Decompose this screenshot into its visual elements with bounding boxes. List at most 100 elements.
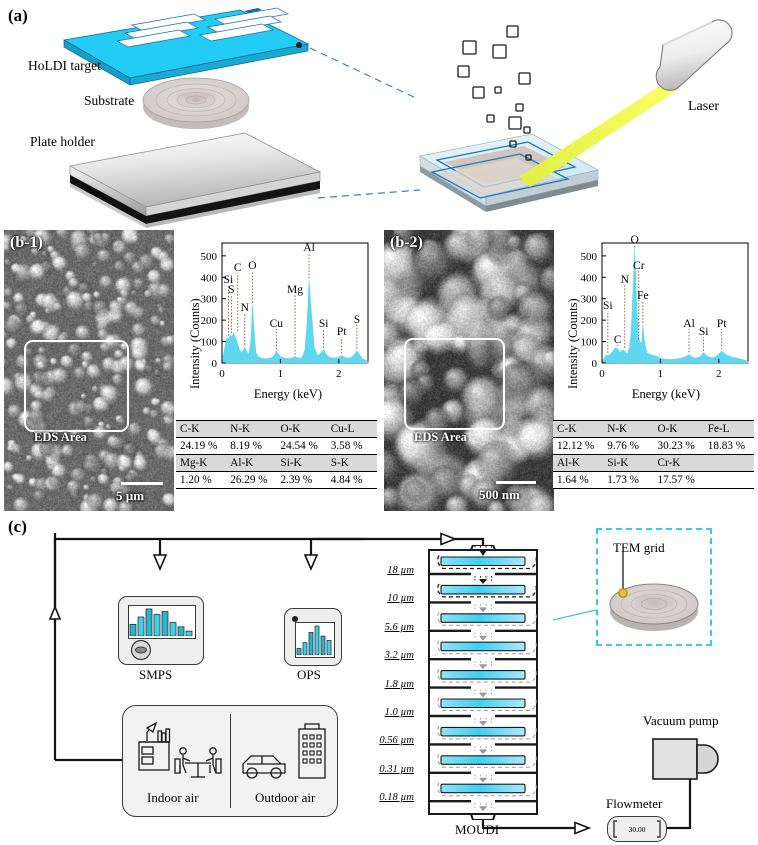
svg-text:Si: Si <box>603 300 613 312</box>
flowmeter-value: 30.00 <box>628 825 646 834</box>
scale-bar-label-b2: 500 nm <box>479 487 520 502</box>
table-value-cell: 30.23 % <box>653 437 704 455</box>
eds-b1-xlabel: Energy (keV) <box>253 387 323 401</box>
moudi-stage-label: 1.8 µm <box>384 678 414 690</box>
moudi-flow-path <box>437 612 537 626</box>
svg-text:Mg: Mg <box>287 284 303 296</box>
indoor-air-label: Indoor air <box>147 790 199 805</box>
ops-label: OPS <box>297 667 321 682</box>
moudi-stage-label: 18 µm <box>387 565 414 576</box>
target-plate-closeup <box>418 133 600 212</box>
histogram-bar <box>161 611 169 637</box>
histogram-bar <box>308 632 314 656</box>
table-value-cell: 1.64 % <box>553 471 604 489</box>
vacuum-pump-label: Vacuum pump <box>643 713 719 728</box>
moudi-flow-path <box>437 725 537 740</box>
moudi-collection-plate <box>440 556 526 567</box>
moudi-flow-path <box>437 555 537 570</box>
table-header-cell <box>703 454 754 472</box>
svg-text:C: C <box>234 262 242 274</box>
sem-image-b2: (b-2) EDS Area 500 nm <box>384 230 554 511</box>
indoor-scene-icon <box>138 721 222 778</box>
svg-text:400: 400 <box>201 272 218 284</box>
moudi-flow-path <box>437 782 537 797</box>
svg-text:0: 0 <box>212 358 218 370</box>
svg-text:O: O <box>631 234 639 246</box>
moudi-flow-path <box>437 583 537 598</box>
svg-text:Pt: Pt <box>717 318 727 330</box>
table-header-cell: N-K <box>226 420 277 438</box>
table-value-cell <box>703 471 754 489</box>
moudi-collection-plate <box>440 584 526 595</box>
moudi-collection-plate <box>440 783 526 794</box>
plate-holder-label: Plate holder <box>30 134 95 149</box>
svg-text:N: N <box>241 302 250 314</box>
moudi-stage-label: 0.18 µm <box>379 792 414 804</box>
eds-b1-ylabel: Intensity (Counts) <box>188 298 202 389</box>
tem-grid-label: TEM grid <box>613 540 665 555</box>
svg-text:200: 200 <box>201 315 218 327</box>
svg-text:2: 2 <box>336 368 342 380</box>
ops-screen <box>295 622 335 658</box>
environment-box: Indoor air Outdoor air <box>122 705 338 817</box>
ops-indicator-icon <box>292 616 298 622</box>
table-row: 1.20 %26.29 %2.39 %4.84 % <box>176 471 377 489</box>
eds-area-box-b1 <box>24 340 129 432</box>
table-value-cell: 17.57 % <box>653 471 704 489</box>
table-value-cell: 1.73 % <box>603 471 654 489</box>
substrate-label: Substrate <box>84 93 135 108</box>
moudi-graphic <box>428 544 538 821</box>
laser-label: Laser <box>688 99 720 114</box>
panel-a-tag: (a) <box>8 6 28 25</box>
flowmeter-bracket-icon <box>613 820 661 838</box>
environment-divider <box>230 714 232 808</box>
histogram-bar <box>145 608 153 637</box>
histogram-bar <box>320 635 326 656</box>
histogram-bar <box>153 614 161 637</box>
table-header-cell: Si-K <box>603 454 654 472</box>
moudi-collection-plate <box>440 726 526 737</box>
flowmeter-label: Flowmeter <box>606 796 663 811</box>
moudi-flow-path <box>437 668 537 683</box>
moudi-stage-label: 3.2 µm <box>384 650 414 662</box>
moudi-flow-path <box>437 754 537 768</box>
histogram-bar <box>302 642 308 656</box>
histogram-bar <box>169 622 177 637</box>
table-header-cell: C-K <box>176 420 227 438</box>
outdoor-air-label: Outdoor air <box>255 790 316 805</box>
svg-text:1: 1 <box>658 368 664 380</box>
scale-bar-b2 <box>496 481 536 484</box>
table-header-cell: Al-K <box>553 454 604 472</box>
substrate-graphic <box>142 77 250 129</box>
table-value-cell: 1.20 % <box>176 471 227 489</box>
panel-b1-tag: (b-1) <box>10 234 43 251</box>
svg-text:Fe: Fe <box>637 290 649 302</box>
svg-text:C: C <box>614 334 622 346</box>
histogram-bar <box>129 623 137 637</box>
table-value-cell: 2.39 % <box>276 471 327 489</box>
moudi-stage-label: 10 µm <box>387 593 414 605</box>
svg-text:500: 500 <box>581 251 598 263</box>
svg-text:Si: Si <box>224 274 234 286</box>
table-value-cell: 24.54 % <box>276 437 327 455</box>
histogram-bar <box>177 626 185 637</box>
histogram-bar <box>296 648 302 656</box>
table-value-cell: 4.84 % <box>326 471 377 489</box>
table-value-cell: 9.76 % <box>603 437 654 455</box>
tem-grid-callout <box>596 528 712 646</box>
svg-text:O: O <box>248 260 256 272</box>
table-row: 24.19 %8.19 %24.54 %3.58 % <box>176 437 377 455</box>
ops-histogram <box>296 625 332 656</box>
sem-image-b1: (b-1) EDS Area 5 µm <box>4 230 174 511</box>
moudi-collection-plate <box>440 698 526 709</box>
svg-text:Cr: Cr <box>633 260 645 272</box>
svg-text:0: 0 <box>592 358 598 370</box>
table-header-cell: O-K <box>653 420 704 438</box>
histogram-bar <box>185 630 193 637</box>
leader-line-bottom <box>317 189 421 199</box>
